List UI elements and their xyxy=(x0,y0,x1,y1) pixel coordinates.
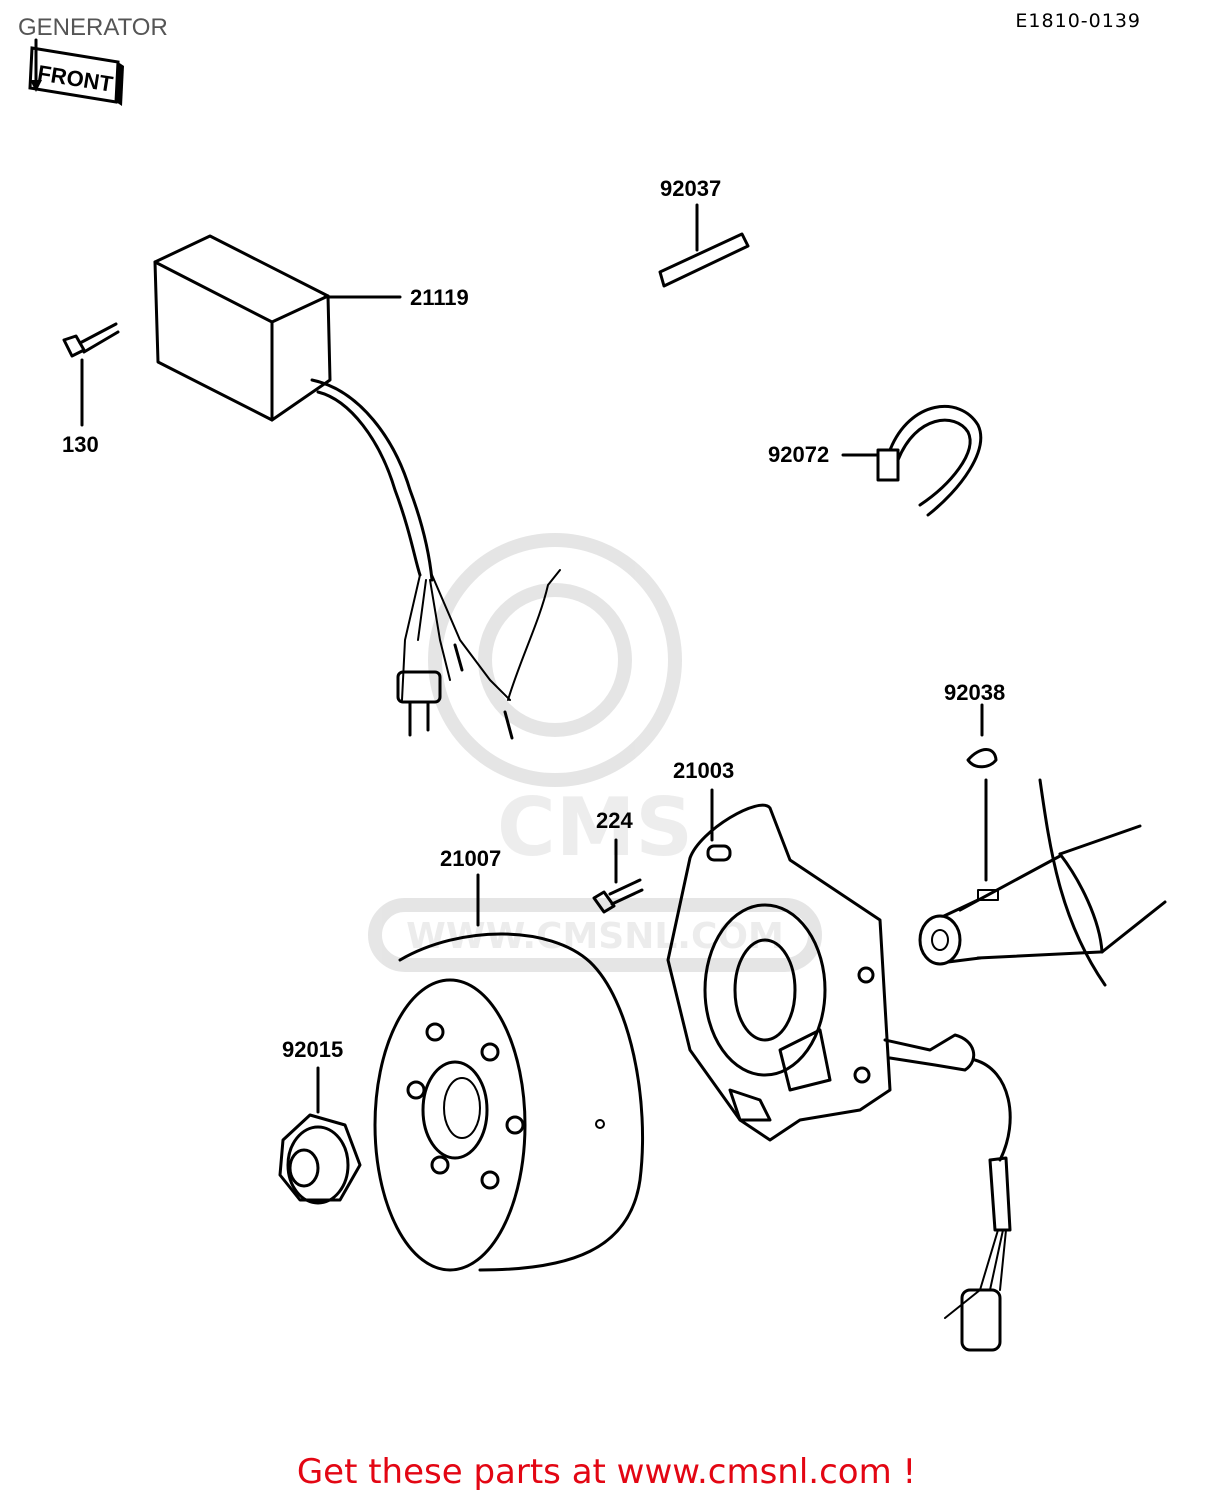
diagram-title: GENERATOR xyxy=(18,14,168,41)
stator-21003: 21003 xyxy=(666,758,1012,1352)
callout-21003: 21003 xyxy=(673,758,734,783)
front-direction-marker: FRONT xyxy=(28,38,124,106)
watermark-logo: CMS WWW.CMSNL.COM xyxy=(368,533,822,972)
bolt-130: 130 xyxy=(62,322,120,457)
footer-cta-link[interactable]: Get these parts at www.cmsnl.com ! xyxy=(296,1452,917,1492)
watermark-logo-text: CMS xyxy=(497,781,693,874)
crankshaft xyxy=(918,778,1167,987)
screw-224: 224 xyxy=(592,808,644,914)
key-92037: 92037 xyxy=(658,176,750,288)
flywheel-21007: 21007 xyxy=(373,846,645,1272)
callout-92038: 92038 xyxy=(944,680,1005,705)
diagram-reference-code: E1810-0139 xyxy=(1015,10,1141,32)
nut-92015: 92015 xyxy=(278,1037,362,1205)
callout-92015: 92015 xyxy=(282,1037,343,1062)
callout-92072: 92072 xyxy=(768,442,829,467)
woodruff-key-92038: 92038 xyxy=(944,680,1005,882)
callout-130: 130 xyxy=(62,432,99,457)
callout-92037: 92037 xyxy=(660,176,721,201)
callout-21007: 21007 xyxy=(440,846,501,871)
ignition-box-21119: 21119 xyxy=(153,234,561,740)
clamp-92072: 92072 xyxy=(768,404,983,517)
callout-21119: 21119 xyxy=(410,285,469,310)
callout-224: 224 xyxy=(596,808,633,833)
